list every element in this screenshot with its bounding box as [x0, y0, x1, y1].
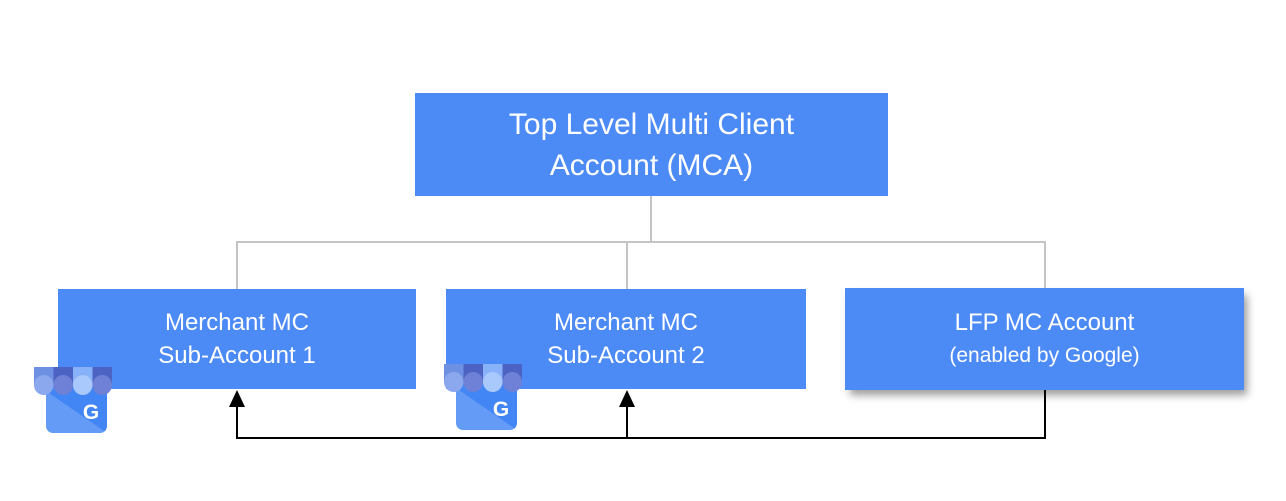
connector-horizontal: [236, 241, 1046, 243]
gmb-g-letter: G: [493, 398, 509, 421]
node-label-line1: LFP MC Account: [954, 309, 1135, 336]
google-my-business-icon: G: [444, 364, 522, 430]
connector-down-sub2: [626, 241, 628, 289]
arrow-shaft-sub2: [626, 406, 628, 439]
connector-down-sub1: [236, 241, 238, 289]
gmb-store-fold: [456, 388, 517, 430]
arrow-shaft-sub1: [236, 406, 238, 439]
arrowhead-to-sub2: [619, 390, 635, 407]
node-merchant-sub-account-1: Merchant MC Sub-Account 1: [58, 289, 416, 389]
node-label-line2: Account (MCA): [549, 148, 754, 182]
node-top-level-mca: Top Level Multi Client Account (MCA): [415, 93, 888, 196]
google-my-business-icon: G: [34, 367, 112, 433]
gmb-g-letter: G: [83, 401, 99, 424]
node-label-line1: Merchant MC: [553, 309, 699, 336]
arrowhead-to-sub1: [229, 390, 245, 407]
gmb-store-fold: [46, 391, 107, 433]
gmb-awning: [34, 367, 112, 395]
node-label-line2: Sub-Account 2: [547, 342, 705, 369]
node-lfp-mc-account: LFP MC Account (enabled by Google): [845, 288, 1244, 390]
connector-mca-down: [650, 196, 652, 242]
node-label-line2: Sub-Account 1: [158, 342, 316, 369]
node-label-line1: Merchant MC: [164, 309, 310, 336]
connector-down-lfp: [1044, 241, 1046, 288]
gmb-awning: [444, 364, 522, 392]
node-label-line2: (enabled by Google): [949, 344, 1140, 367]
arrow-line-horizontal: [236, 437, 1046, 439]
node-label-line1: Top Level Multi Client: [508, 107, 795, 141]
arrow-line-lfp-down: [1044, 390, 1046, 439]
